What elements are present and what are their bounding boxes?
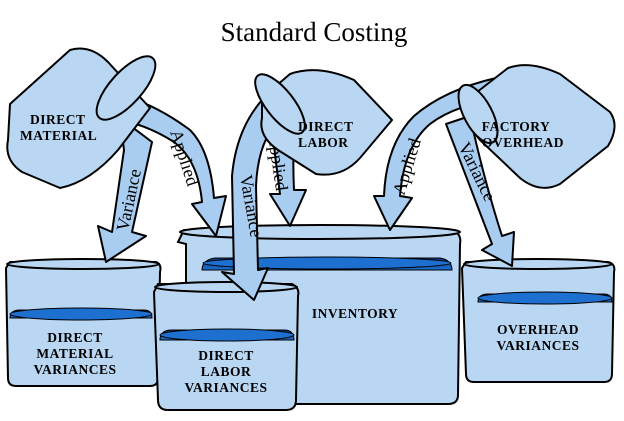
overhead-variances-beaker — [460, 258, 616, 383]
overhead-variance-arrow — [445, 115, 515, 267]
diagram-title: Standard Costing — [221, 17, 408, 47]
direct-material-variances-label-line2: MATERIAL — [36, 346, 113, 361]
direct-material-label-line1: DIRECT — [30, 112, 86, 127]
inventory-label: INVENTORY — [312, 306, 398, 321]
direct-material-variances-label-line1: DIRECT — [47, 330, 103, 345]
direct-labor-variances-label-line1: DIRECT — [198, 348, 254, 363]
direct-labor-label-line1: DIRECT — [298, 119, 354, 134]
factory-overhead-label-line2: OVERHEAD — [482, 135, 564, 150]
factory-overhead-container — [457, 64, 616, 189]
direct-labor-variances-label-line2: LABOR — [201, 364, 252, 379]
direct-material-container — [6, 47, 157, 189]
direct-labor-label-line2: LABOR — [298, 135, 349, 150]
material-variance-arrow — [97, 117, 153, 263]
direct-material-label-line2: MATERIAL — [20, 128, 97, 143]
direct-labor-container — [254, 69, 393, 176]
factory-overhead-label-line1: FACTORY — [482, 119, 551, 134]
direct-labor-variances-label-line3: VARIANCES — [184, 380, 267, 395]
direct-material-variances-label-line3: VARIANCES — [33, 362, 116, 377]
overhead-variances-label-line1: OVERHEAD — [497, 322, 579, 337]
overhead-variances-label-line2: VARIANCES — [496, 338, 579, 353]
